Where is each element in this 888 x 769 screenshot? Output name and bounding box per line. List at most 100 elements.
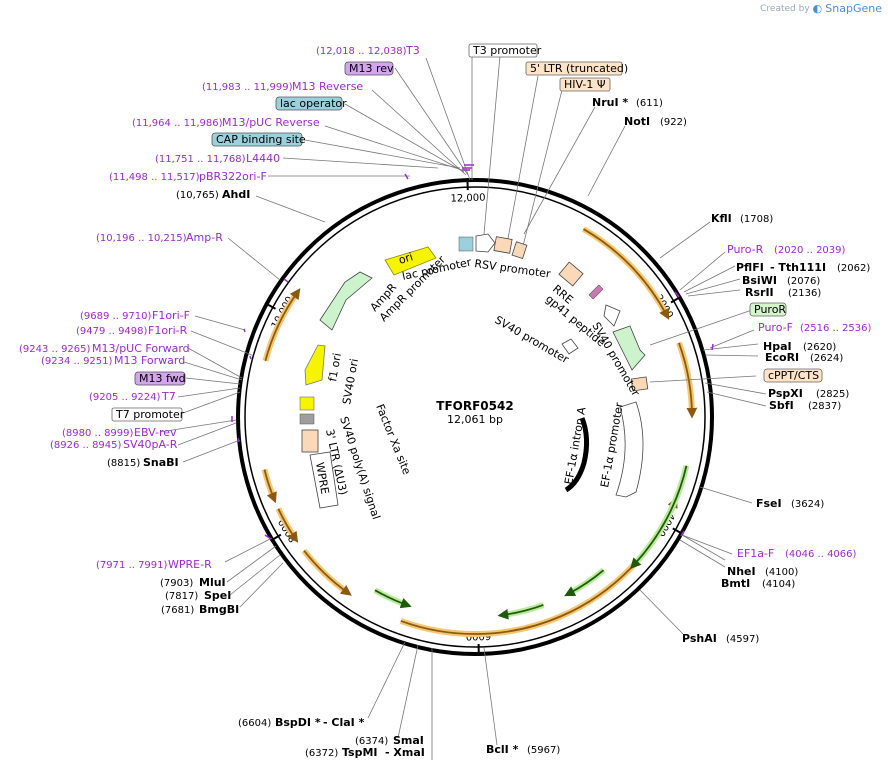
backbone-outer-ring [236, 178, 714, 656]
puro-f-primer-label[interactable]: Puro-F [758, 321, 793, 334]
hpai-label[interactable]: HpaI [763, 340, 792, 353]
f1-ori-feature [304, 344, 326, 386]
t7-range: (9205 .. 9224) [89, 392, 161, 403]
ltr5-box [525, 61, 623, 76]
bcli-label[interactable]: BclI * [486, 743, 519, 756]
cppt-label[interactable]: cPPT/CTS [768, 369, 819, 382]
m13-reverse-primer-label[interactable]: M13 Reverse [292, 80, 363, 93]
ef1a-f-primer-label[interactable]: EF1a-F [737, 547, 774, 560]
ebv-rev-primer-label[interactable]: EBV-rev [134, 426, 177, 439]
t7-primer-label[interactable]: T7 [161, 390, 176, 403]
clai-label[interactable]: - ClaI * [323, 716, 365, 729]
smai-label[interactable]: SmaI [393, 734, 424, 747]
nhei-position: (4100) [765, 567, 798, 578]
bspdi-label[interactable]: BspDI * [275, 716, 321, 729]
sv40-promoter-b-feature [561, 338, 579, 355]
nhei-label[interactable]: NheI [727, 565, 756, 578]
ampr-feature [319, 271, 373, 331]
tick-mark [270, 533, 282, 542]
bmgbi-label[interactable]: BmgBI [199, 603, 239, 616]
snapgene-brand: Created by ◐ SnapGene [760, 2, 882, 15]
kfli-position: (1708) [740, 214, 773, 225]
puror-label[interactable]: PuroR [754, 303, 786, 316]
hpai-position: (2620) [803, 342, 836, 353]
pflfi-label[interactable]: PflFI [736, 261, 764, 274]
orf-arc [264, 288, 301, 362]
hiv-box [559, 77, 611, 92]
t7-promoter-label[interactable]: T7 promoter [115, 408, 185, 421]
gene-arc [564, 569, 605, 597]
primer-flags [231, 164, 714, 540]
puro-r-primer-label[interactable]: Puro-R [727, 243, 764, 256]
noti-label[interactable]: NotI [624, 115, 650, 128]
nrui-label[interactable]: NruI * [592, 96, 628, 109]
gene-arc [374, 589, 412, 609]
t3-promoter-box [468, 43, 538, 58]
leader-lines [159, 55, 767, 760]
bsiwi-position: (2076) [787, 276, 820, 287]
t3-range: (12,018 .. 12,038) [316, 46, 407, 57]
gene-arc [630, 465, 688, 569]
backbone-inner-ring [244, 186, 706, 648]
ecori-position: (2624) [810, 353, 843, 364]
amp-r-primer-label[interactable]: Amp-R [186, 231, 223, 244]
snabi-label[interactable]: SnaBI [143, 456, 179, 469]
ecori-label[interactable]: EcoRI [765, 351, 799, 364]
cap-label[interactable]: CAP binding site [216, 133, 306, 146]
orf-arc [303, 550, 352, 596]
plasmid-name: TFORF0542 [436, 399, 513, 413]
sbfi-label[interactable]: SbfI [769, 399, 794, 412]
sv40-polya-feature [299, 413, 315, 425]
mlui-position: (7903) [160, 578, 193, 589]
t3-promoter-label[interactable]: T3 promoter [472, 44, 542, 57]
wpre-r-primer-label[interactable]: WPRE-R [168, 558, 212, 571]
gp41-feature [588, 284, 604, 300]
m13puc-rev-range: (11,964 .. 11,986) [132, 118, 223, 129]
pbr322-primer-label[interactable]: pBR322ori-F [199, 170, 267, 183]
noti-position: (922) [660, 117, 687, 128]
m13-fwd-label[interactable]: M13 fwd [139, 372, 186, 385]
pshai-label[interactable]: PshAI [682, 632, 717, 645]
ltr5-label[interactable]: 5' LTR (truncated) [530, 62, 628, 75]
puro-r-range: (2020 .. 2039) [774, 245, 846, 256]
xmai-label[interactable]: - XmaI [385, 746, 425, 759]
orf-arc-glow [676, 341, 695, 414]
m13-rev-label[interactable]: M13 rev [349, 62, 394, 75]
bspdi-position: (6604) [238, 718, 271, 729]
pspxi-label[interactable]: PspXI [768, 387, 803, 400]
inner-features: ori [299, 233, 649, 509]
sv40pa-r-primer-label[interactable]: SV40pA-R [123, 438, 178, 451]
puror-feature [612, 325, 646, 371]
l4440-primer-label[interactable]: L4440 [246, 152, 280, 165]
f1ori-r-primer-label[interactable]: F1ori-R [148, 324, 188, 337]
m13puc-rev-primer-label[interactable]: M13/pUC Reverse [222, 116, 320, 129]
wpre-label: WPRE [313, 461, 331, 495]
brand-name: SnapGene [825, 2, 882, 15]
f1ori-r-range: (9479 .. 9498) [76, 326, 148, 337]
kfli-label[interactable]: KflI [711, 212, 732, 225]
tick-mark [264, 302, 276, 310]
bsiwi-label[interactable]: BsiWI [742, 274, 777, 287]
f1ori-f-primer-label[interactable]: F1ori-F [152, 309, 190, 322]
orf-arc-glow [399, 500, 678, 637]
fsei-label[interactable]: FseI [756, 497, 782, 510]
bmgbi-position: (7681) [161, 605, 194, 616]
mlui-label[interactable]: MluI [199, 576, 226, 589]
m13puc-forward-primer-label[interactable]: M13/pUC Forward [92, 342, 190, 355]
ahdi-label[interactable]: AhdI [222, 188, 250, 201]
rsrii-label[interactable]: RsrII [745, 286, 774, 299]
tspmi-label[interactable]: TspMI [342, 746, 378, 759]
hiv-label[interactable]: HIV-1 Ψ [564, 78, 606, 91]
ltr5-feature [493, 236, 513, 254]
pflfi-position: (2062) [837, 263, 870, 274]
spei-label[interactable]: SpeI [204, 589, 231, 602]
m13-forward-primer-label[interactable]: M13 Forward [114, 354, 185, 367]
bmti-label[interactable]: BmtI [721, 577, 750, 590]
puror-box [749, 302, 787, 317]
lac-operator-label[interactable]: lac operator [280, 97, 347, 110]
t3-primer-label[interactable]: T3 [405, 44, 420, 57]
gene-arc [497, 604, 544, 620]
tth111i-label[interactable]: - Tth111I [770, 261, 826, 274]
m13-reverse-range: (11,983 .. 11,999) [202, 82, 293, 93]
